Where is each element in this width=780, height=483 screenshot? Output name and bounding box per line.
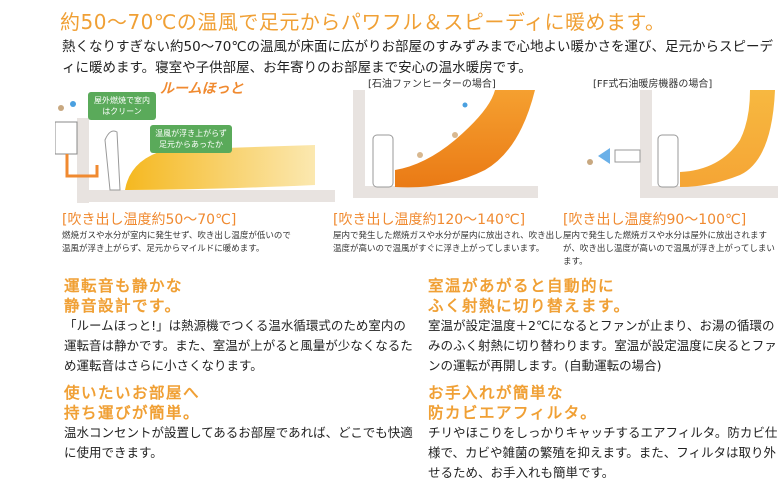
page-title: 約50～70℃の温風で足元からパワフル＆スピーディに暖めます。 xyxy=(60,10,666,34)
feature-heading: 室温があがると自動的に xyxy=(428,277,616,295)
lead-text: 熱くなりすぎない約50～70℃の温風が床面に広がりお部屋のすみずみまで心地よい暖… xyxy=(62,39,774,76)
room-hot-logo: ルームほっと xyxy=(160,81,244,97)
bubble-warm-feet: 温風が浮き上がらず足元からあったか xyxy=(150,125,232,153)
feature-heading: 使いたいお部屋へ xyxy=(64,384,201,402)
ff-heater-illustration xyxy=(587,90,778,198)
diagram-room-hot xyxy=(54,80,335,205)
desc-ff-heater: 屋内で発生した燃焼ガスや水分は屋外に放出されますが、吹き出し温度が高いので温風が… xyxy=(563,231,775,267)
feature-filter: お手入れが簡単な 防カビエアフィルタ。 チリやほこりをしっかりキャッチするエアフ… xyxy=(428,383,778,483)
caption-ff-heater: [FF式石油暖房機器の場合] xyxy=(593,79,713,90)
feature-quiet: 運転音も静かな 静音設計です。 「ルームほっと!」は熱源機でつくる温水循環式のた… xyxy=(64,276,414,376)
feature-heading: ふく射熱に切り替えます。 xyxy=(428,297,631,315)
caption-fan-heater: [石油ファンヒーターの場合] xyxy=(368,79,496,90)
temp-fan-heater: [吹き出し温度約120～140℃] xyxy=(333,212,526,228)
feature-body: 温水コンセントが設置してあるお部屋であれば、どこでも快適に使用できます。 xyxy=(64,425,413,460)
temp-ff-heater: [吹き出し温度約90～100℃] xyxy=(563,212,747,228)
bubble-outdoor-combustion: 屋外燃焼で室内はクリーン xyxy=(88,92,156,120)
feature-body: 室温が設定温度＋2℃になるとファンが止まり、お湯の循環のみのふく射熱に切り替わり… xyxy=(428,318,777,373)
feature-heading: 運転音も静かな xyxy=(64,277,184,295)
fan-heater-illustration xyxy=(353,90,538,198)
feature-body: 「ルームほっと!」は熱源機でつくる温水循環式のため室内の運転音は静かです。また、… xyxy=(64,318,413,373)
feature-heading: 防カビエアフィルタ。 xyxy=(428,404,598,422)
feature-heading: お手入れが簡単な xyxy=(428,384,565,402)
room-hot-illustration xyxy=(54,101,335,203)
desc-fan-heater: 屋内で発生した燃焼ガスや水分が屋内に放出され、吹き出し温度が高いので温風がすぐに… xyxy=(333,231,563,254)
feature-portable: 使いたいお部屋へ 持ち運びが簡単。 温水コンセントが設置してあるお部屋であれば、… xyxy=(64,383,414,463)
feature-heading: 静音設計です。 xyxy=(64,297,182,315)
feature-heading: 持ち運びが簡単。 xyxy=(64,404,201,422)
feature-body: チリやほこりをしっかりキャッチするエアフィルタ。防カビ仕様で、カビや雑菌の繁殖を… xyxy=(428,425,778,480)
feature-radiant: 室温があがると自動的に ふく射熱に切り替えます。 室温が設定温度＋2℃になるとフ… xyxy=(428,276,778,376)
temp-room-hot: [吹き出し温度約50～70℃] xyxy=(62,212,237,228)
desc-room-hot: 燃焼ガスや水分が室内に発生せず、吹き出し温度が低いので温風が浮き上がらず、足元か… xyxy=(62,231,291,254)
